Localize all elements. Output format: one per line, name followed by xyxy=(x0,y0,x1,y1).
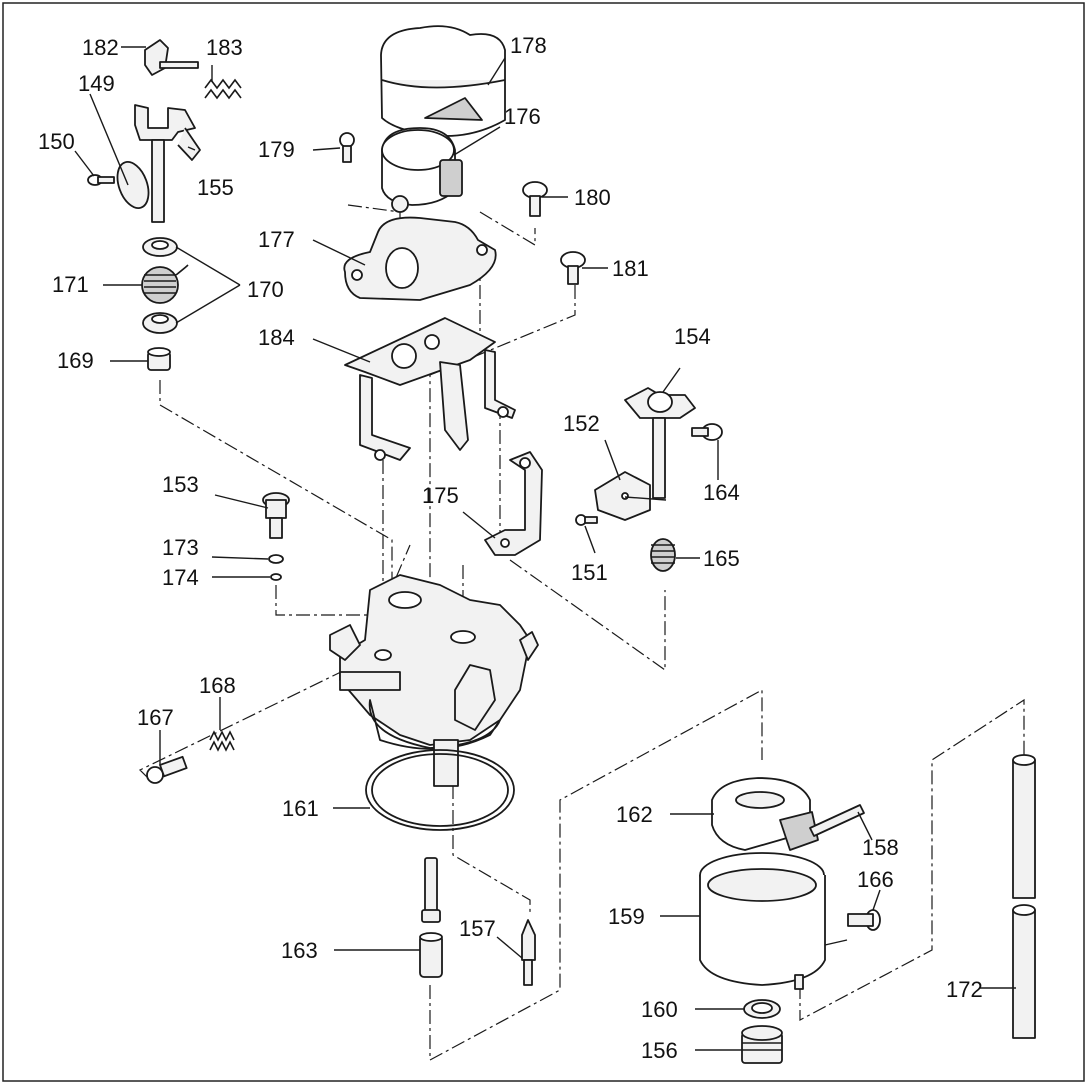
part-158-pin xyxy=(809,804,865,837)
part-160-washer xyxy=(743,999,781,1019)
callout-178: 178 xyxy=(510,33,547,58)
callout-184: 184 xyxy=(258,325,295,350)
part-176-solenoid xyxy=(381,127,463,213)
leader-lines xyxy=(74,46,1016,1051)
callout-labels: 182 183 149 150 155 178 176 179 180 177 … xyxy=(38,33,983,1063)
part-163-jet xyxy=(419,932,443,978)
callout-182: 182 xyxy=(82,35,119,60)
callout-173: 173 xyxy=(162,535,199,560)
callout-155: 155 xyxy=(197,175,234,200)
part-174-oring xyxy=(270,573,282,581)
callout-150: 150 xyxy=(38,129,75,154)
part-161-gasket xyxy=(365,749,515,831)
part-183-spring xyxy=(204,78,242,100)
callout-151: 151 xyxy=(571,560,608,585)
callout-167: 167 xyxy=(137,705,174,730)
callout-162: 162 xyxy=(616,802,653,827)
callout-153: 153 xyxy=(162,472,199,497)
part-150-screw xyxy=(87,174,115,186)
part-164-screw xyxy=(691,423,723,441)
part-157-needle xyxy=(521,919,536,986)
part-172-tube xyxy=(1012,754,1036,1039)
part-171-spring xyxy=(141,264,189,304)
part-170-washers xyxy=(142,237,178,334)
part-169-bushing xyxy=(147,347,171,371)
part-152-plate xyxy=(594,471,651,521)
callout-181: 181 xyxy=(612,256,649,281)
callout-165: 165 xyxy=(703,546,740,571)
part-177-plate xyxy=(343,216,497,301)
callout-164: 164 xyxy=(703,480,740,505)
callout-179: 179 xyxy=(258,137,295,162)
part-149-plate xyxy=(116,161,150,209)
callout-170: 170 xyxy=(247,277,284,302)
part-175-link xyxy=(484,451,543,556)
callout-159: 159 xyxy=(608,904,645,929)
callout-163: 163 xyxy=(281,938,318,963)
callout-183: 183 xyxy=(206,35,243,60)
callout-157: 157 xyxy=(459,916,496,941)
part-151-screw xyxy=(575,514,598,526)
callout-156: 156 xyxy=(641,1038,678,1063)
part-168-spring xyxy=(209,730,235,752)
part-173-oring xyxy=(268,554,284,564)
part-165-spring xyxy=(650,538,676,572)
callout-175: 175 xyxy=(422,483,459,508)
part-166-screw xyxy=(847,909,881,931)
callout-166: 166 xyxy=(857,867,894,892)
callout-177: 177 xyxy=(258,227,295,252)
callout-172: 172 xyxy=(946,977,983,1002)
part-181-screw xyxy=(560,251,586,285)
part-stem xyxy=(433,739,459,787)
callout-168: 168 xyxy=(199,673,236,698)
part-153-screw xyxy=(262,492,290,539)
callout-160: 160 xyxy=(641,997,678,1022)
part-162-float xyxy=(711,777,819,851)
part-180-screw xyxy=(522,181,548,217)
callout-158: 158 xyxy=(862,835,899,860)
callout-161: 161 xyxy=(282,796,319,821)
callout-176: 176 xyxy=(504,104,541,129)
callout-149: 149 xyxy=(78,71,115,96)
callout-171: 171 xyxy=(52,272,89,297)
part-167-screw xyxy=(146,755,188,784)
part-159-bowl xyxy=(699,852,826,990)
callout-180: 180 xyxy=(574,185,611,210)
callout-152: 152 xyxy=(563,411,600,436)
callout-154: 154 xyxy=(674,324,711,349)
callout-169: 169 xyxy=(57,348,94,373)
part-154-throttle-shaft xyxy=(624,387,696,499)
part-155-shaft xyxy=(134,104,201,223)
part-182-lever xyxy=(144,39,199,76)
part-156-bolt xyxy=(741,1025,783,1064)
callout-174: 174 xyxy=(162,565,199,590)
part-main-jet xyxy=(421,857,441,923)
part-179-screw xyxy=(339,132,355,163)
part-178-cover xyxy=(380,25,506,137)
part-carburetor-body xyxy=(329,574,539,750)
part-184-bracket xyxy=(344,317,516,461)
